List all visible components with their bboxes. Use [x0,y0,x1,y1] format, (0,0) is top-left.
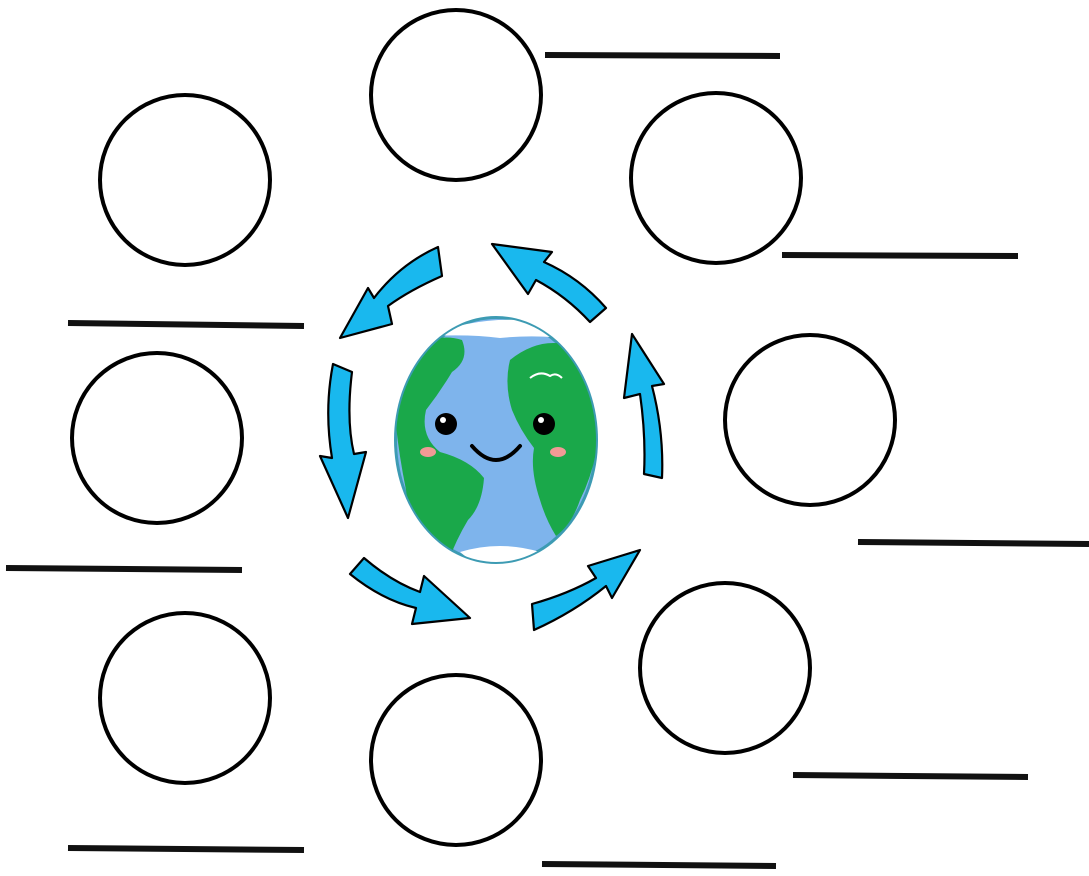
blank-circle-bottom-right[interactable] [638,581,812,755]
answer-line-left[interactable] [5,565,243,573]
answer-line-top-left[interactable] [67,320,305,329]
answer-line-right[interactable] [857,539,1089,547]
earth-left-cheek [420,447,436,457]
answer-line-bottom-left[interactable] [67,845,305,853]
blank-circles [70,8,897,847]
cycle-arrow-icon-4 [530,548,642,632]
earth-smile [470,444,522,462]
blank-circle-top-right[interactable] [629,91,803,265]
blank-circle-bottom-left[interactable] [98,611,272,785]
cycle-arrow-icon-5 [622,332,666,480]
answer-line-top-right[interactable] [781,252,1019,259]
blank-circle-top-left[interactable] [98,93,272,267]
answer-lines [5,52,1089,869]
blank-circle-top[interactable] [369,8,543,182]
blank-circle-left[interactable] [70,351,244,525]
earth-land [396,319,596,562]
cycle-arrow-icon-1 [338,245,444,340]
earth-right-cheek [550,447,566,457]
earth-right-eye [533,413,555,435]
answer-line-bottom-right[interactable] [792,772,1029,780]
answer-line-bottom[interactable] [541,861,777,869]
earth-left-eye [435,413,457,435]
cycle-arrow-icon-6 [490,242,608,324]
cycle-arrow-icon-3 [348,556,472,626]
blank-circle-right[interactable] [723,333,897,507]
blank-circle-bottom[interactable] [369,673,543,847]
smiling-earth-icon [394,316,598,564]
cycle-arrows [318,242,666,632]
answer-line-top[interactable] [544,52,781,59]
cycle-arrow-icon-2 [318,362,368,520]
